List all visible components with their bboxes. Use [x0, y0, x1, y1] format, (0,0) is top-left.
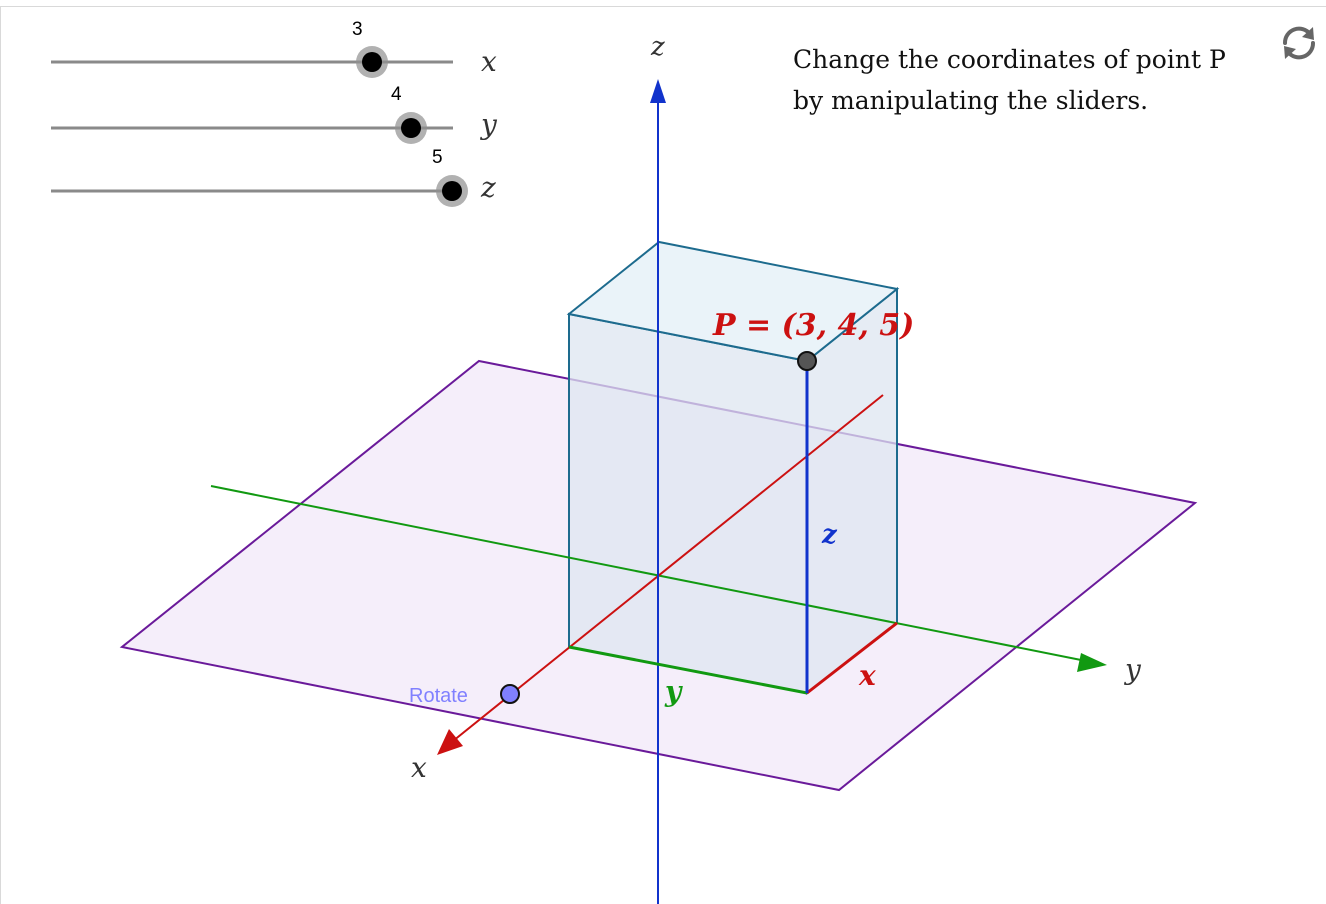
slider-x-value: 3 [352, 19, 363, 40]
x-axis-arrowhead [437, 729, 463, 755]
reset-button[interactable] [1277, 21, 1321, 65]
slider-y-knob[interactable] [401, 118, 421, 138]
z-axis-label: z [650, 32, 665, 62]
y-axis [210, 485, 1092, 663]
z-segment-label: z [821, 520, 838, 550]
rotate-label: Rotate [409, 685, 468, 707]
slider-z-knob[interactable] [442, 181, 462, 201]
point-p[interactable] [797, 351, 817, 371]
y-axis-label: y [1123, 653, 1142, 686]
instructions-text: Change the coordinates of point P by man… [793, 39, 1263, 121]
reset-arrows-icon [1282, 26, 1316, 60]
slider-y[interactable]: 4 y [51, 84, 498, 144]
slider-x-knob[interactable] [362, 52, 382, 72]
instructions-line-1: Change the coordinates of point P [793, 45, 1226, 74]
slider-y-label: y [479, 108, 498, 141]
y-segment [568, 645, 808, 695]
slider-x[interactable]: 3 x [51, 19, 497, 78]
box-face-top [566, 240, 900, 363]
x-segment [806, 621, 898, 695]
geogebra-applet: z y x z y x P = (3, 4, 5) Rotate 3 x 4 y… [0, 6, 1326, 904]
slider-z-label: z [480, 171, 496, 204]
slider-z-value: 5 [432, 147, 443, 168]
x-axis-label: x [411, 751, 427, 784]
y-segment-label: y [664, 675, 683, 708]
box-face-front [568, 312, 808, 695]
y-axis-arrowhead [1077, 653, 1107, 672]
point-p-label: P = (3, 4, 5) [712, 308, 914, 343]
instructions-line-2: by manipulating the sliders. [793, 86, 1149, 115]
slider-x-label: x [481, 45, 497, 78]
slider-z[interactable]: 5 z [51, 147, 496, 207]
z-axis-arrowhead [650, 79, 666, 103]
rotate-point[interactable] [500, 684, 520, 704]
x-segment-label: x [858, 659, 876, 692]
slider-y-value: 4 [391, 84, 402, 105]
3d-graphics-view[interactable]: z y x z y x P = (3, 4, 5) Rotate 3 x 4 y… [1, 6, 1326, 904]
x-axis [452, 394, 884, 742]
